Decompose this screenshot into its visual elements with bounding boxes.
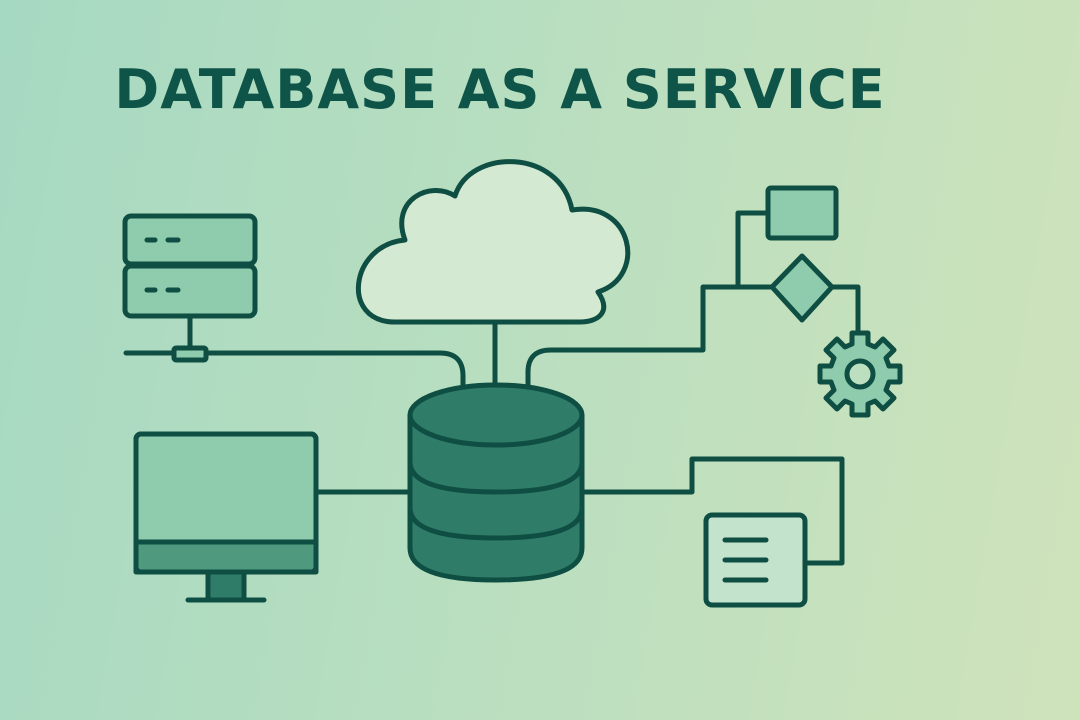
connector-db-document	[579, 456, 845, 566]
server-rack-icon	[122, 213, 258, 363]
monitor-icon	[133, 431, 319, 603]
connector-flow-db	[525, 284, 775, 388]
gear-icon	[817, 330, 903, 418]
database-icon	[407, 382, 585, 583]
connector-server-db	[123, 350, 466, 388]
document-icon	[703, 512, 808, 608]
flowchart-icon	[735, 185, 861, 341]
page-title: DATABASE AS A SERVICE	[114, 58, 886, 121]
cloud-icon	[356, 159, 631, 325]
